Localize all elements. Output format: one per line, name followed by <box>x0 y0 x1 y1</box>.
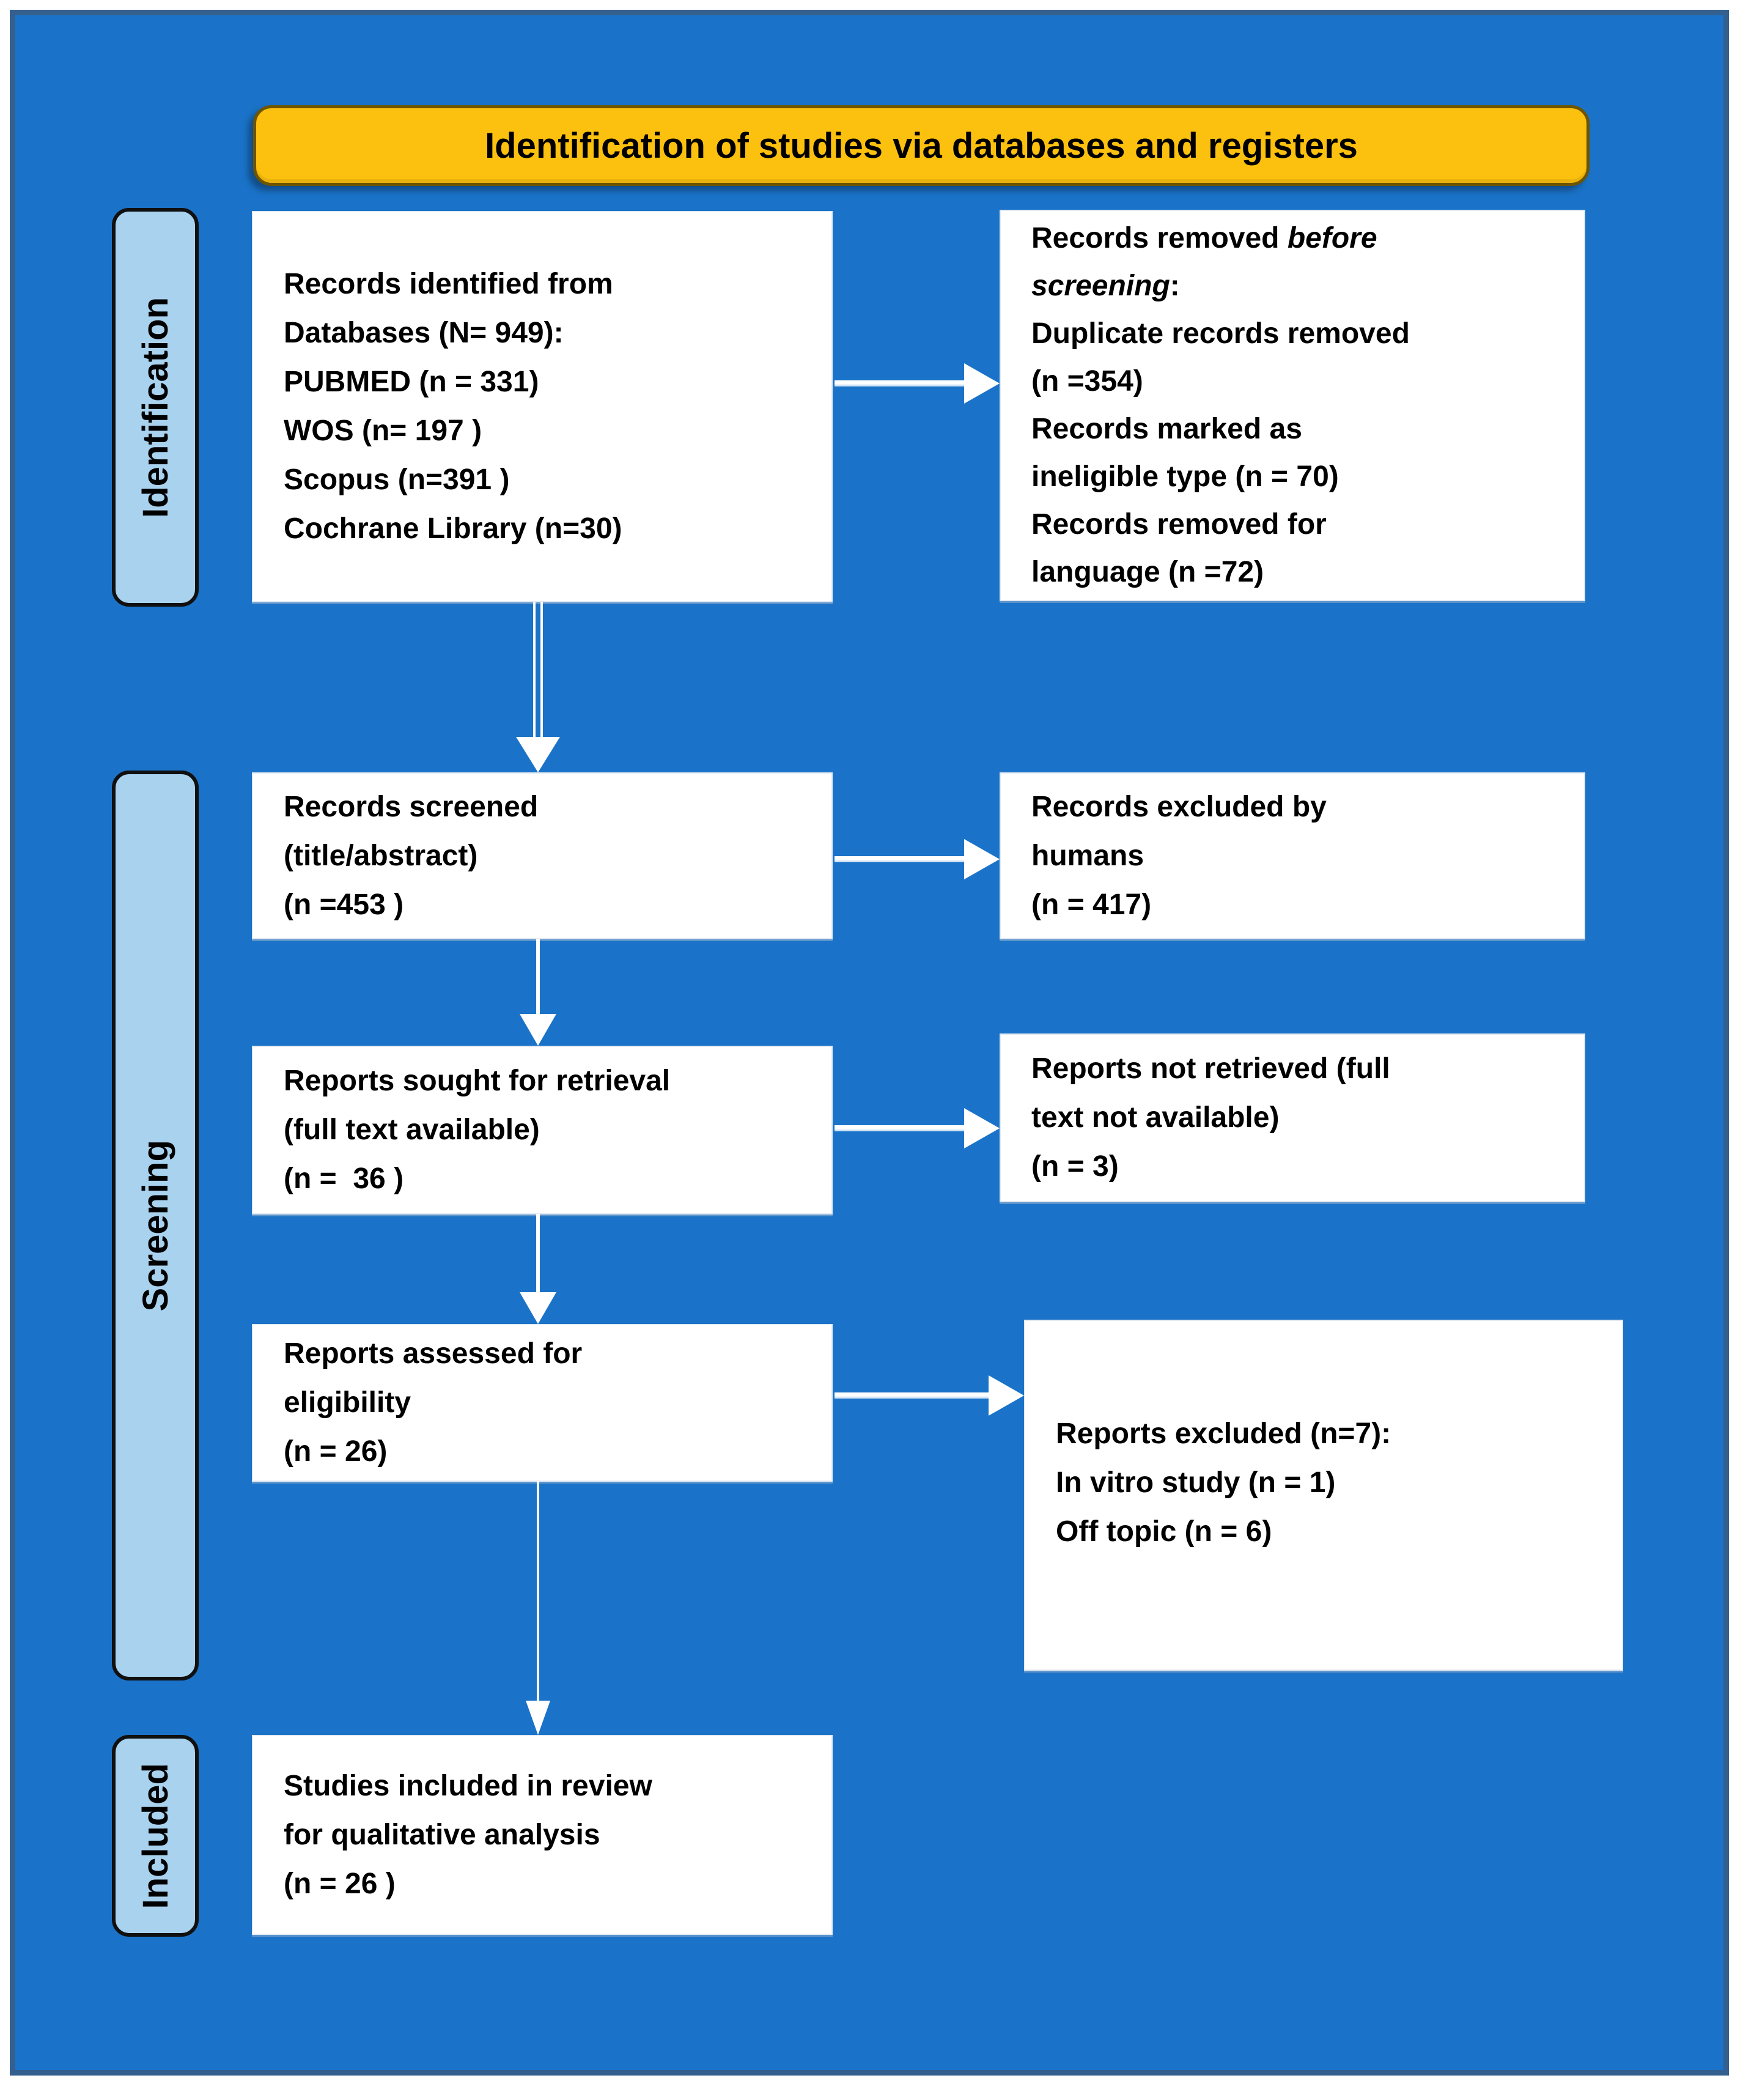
text-line: Off topic (n = 6) <box>1056 1515 1272 1548</box>
box-reports-sought: Reports sought for retrieval (full text … <box>252 1046 833 1215</box>
stage-label-included: Included <box>135 1762 175 1909</box>
arrow-sought-to-not-retrieved <box>835 1125 966 1131</box>
text-line: Reports sought for retrieval <box>284 1065 671 1097</box>
text-line: Reports assessed for <box>284 1337 583 1370</box>
text-line: for qualitative analysis <box>284 1818 600 1851</box>
text-line: Duplicate records removed <box>1031 317 1410 350</box>
text-line: Reports excluded (n=7): <box>1056 1418 1391 1450</box>
arrow-screened-to-sought <box>536 939 540 1014</box>
text-segment-italic: before <box>1287 222 1377 254</box>
text-line: PUBMED (n = 331) <box>284 366 539 398</box>
arrowhead-right-icon <box>964 839 1000 879</box>
box-reports-not-retrieved: Reports not retrieved (full text not ava… <box>1000 1033 1585 1202</box>
arrowhead-right-icon <box>989 1375 1024 1416</box>
box-records-excluded-by-humans: Records excluded by humans (n = 417) <box>1000 772 1585 939</box>
text-line: Records removed before <box>1031 215 1566 262</box>
title-banner: Identification of studies via databases … <box>253 105 1590 186</box>
text-line: (n = 417) <box>1031 888 1152 921</box>
arrow-sought-to-assessed <box>536 1214 540 1292</box>
text-line: (n = 26) <box>284 1435 388 1468</box>
stage-bar-identification: Identification <box>112 208 199 607</box>
stage-label-identification: Identification <box>135 297 175 518</box>
text-line: (full text available) <box>284 1114 540 1146</box>
box-studies-included: Studies included in review for qualitati… <box>252 1735 833 1935</box>
arrowhead-down-icon <box>516 737 560 772</box>
stage-label-screening: Screening <box>135 1139 175 1312</box>
text-segment: : <box>1170 270 1180 302</box>
text-line: text not available) <box>1031 1101 1280 1134</box>
arrow-identified-to-removed <box>835 380 966 386</box>
arrow-screened-to-excluded <box>835 856 966 862</box>
text-line: (n =453 ) <box>284 888 404 921</box>
text-line: In vitro study (n = 1) <box>1056 1466 1336 1499</box>
stage-bar-included: Included <box>112 1735 199 1937</box>
text-line: (n =354) <box>1031 365 1143 397</box>
arrow-assessed-to-excluded <box>835 1392 990 1399</box>
arrowhead-down-icon <box>526 1701 550 1735</box>
text-line: Records removed for <box>1031 508 1327 541</box>
text-line: (n = 26 ) <box>284 1867 396 1900</box>
text-line: ineligible type (n = 70) <box>1031 460 1339 493</box>
text-line: Records excluded by <box>1031 790 1327 823</box>
text-line: Cochrane Library (n=30) <box>284 512 622 545</box>
box-reports-excluded: Reports excluded (n=7): In vitro study (… <box>1024 1320 1623 1671</box>
text-line: screening: <box>1031 262 1566 310</box>
arrow-identified-to-screened <box>533 602 543 737</box>
box-records-identified: Records identified from Databases (N= 94… <box>252 211 833 602</box>
text-line: (title/abstract) <box>284 839 478 872</box>
arrowhead-right-icon <box>964 1108 1000 1148</box>
arrow-assessed-to-included <box>537 1481 539 1701</box>
arrowhead-down-icon <box>520 1014 556 1046</box>
text-line: humans <box>1031 839 1144 872</box>
title-banner-label: Identification of studies via databases … <box>485 125 1358 166</box>
box-reports-assessed: Reports assessed for eligibility (n = 26… <box>252 1324 833 1482</box>
text-segment-italic: screening <box>1031 270 1170 302</box>
text-segment: Records removed <box>1031 222 1288 254</box>
text-line: Databases (N= 949): <box>284 317 564 349</box>
text-line: (n = 3) <box>1031 1150 1119 1183</box>
box-records-screened: Records screened (title/abstract) (n =45… <box>252 772 833 939</box>
arrowhead-down-icon <box>520 1292 556 1324</box>
text-line: Records identified from <box>284 268 613 300</box>
arrowhead-right-icon <box>964 363 1000 404</box>
text-line: Scopus (n=391 ) <box>284 464 510 496</box>
text-line: Studies included in review <box>284 1769 652 1802</box>
text-line: Records screened <box>284 790 539 823</box>
text-line: language (n =72) <box>1031 556 1264 588</box>
text-line: Records marked as <box>1031 413 1302 445</box>
text-line: eligibility <box>284 1386 411 1419</box>
stage-bar-screening: Screening <box>112 771 199 1680</box>
text-line: (n = 36 ) <box>284 1163 404 1195</box>
text-line: Reports not retrieved (full <box>1031 1052 1390 1085</box>
text-line: WOS (n= 197 ) <box>284 415 482 447</box>
box-records-removed-before-screening: Records removed before screening: Duplic… <box>1000 210 1585 601</box>
